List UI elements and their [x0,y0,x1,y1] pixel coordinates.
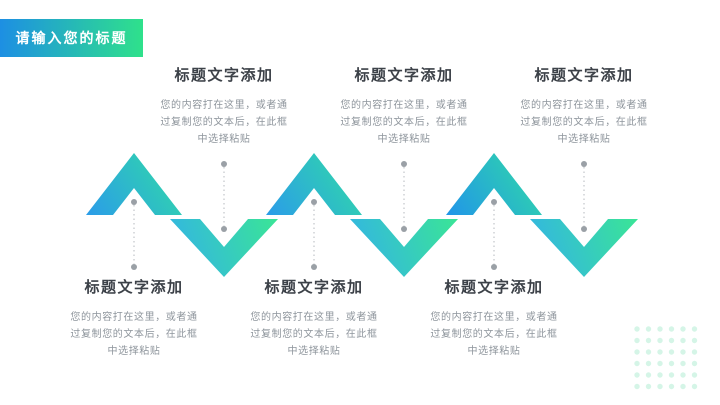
block-title: 标题文字添加 [174,67,274,84]
text-block-top-1[interactable]: 标题文字添加 您的内容打在这里，或者通过复制您的文本后，在此框中选择粘贴 [136,66,312,148]
connector-end-dots [131,161,587,270]
block-title: 标题文字添加 [444,279,544,296]
dotted-connector-lines [133,167,585,264]
chevron-down-1-icon [170,219,278,277]
block-body: 您的内容打在这里，或者通过复制您的文本后，在此框中选择粘贴 [160,100,288,145]
slide-title-banner[interactable]: 请输入您的标题 [0,19,143,57]
chevron-down-2-icon [350,219,458,277]
chevron-up-3-icon [446,153,542,215]
block-title: 标题文字添加 [264,279,364,296]
text-block-bottom-3[interactable]: 标题文字添加 您的内容打在这里，或者通过复制您的文本后，在此框中选择粘贴 [406,278,582,360]
block-title: 标题文字添加 [84,279,184,296]
block-body: 您的内容打在这里，或者通过复制您的文本后，在此框中选择粘贴 [430,312,558,357]
block-body: 您的内容打在这里，或者通过复制您的文本后，在此框中选择粘贴 [340,100,468,145]
block-body: 您的内容打在这里，或者通过复制您的文本后，在此框中选择粘贴 [520,100,648,145]
block-title: 标题文字添加 [354,67,454,84]
chevron-up-1-icon [86,153,182,215]
text-block-top-2[interactable]: 标题文字添加 您的内容打在这里，或者通过复制您的文本后，在此框中选择粘贴 [316,66,492,148]
chevron-down-3-icon [530,219,638,277]
text-block-bottom-2[interactable]: 标题文字添加 您的内容打在这里，或者通过复制您的文本后，在此框中选择粘贴 [226,278,402,360]
dot-grid-decoration-icon [634,326,702,391]
zigzag-ribbon [86,153,638,277]
block-title: 标题文字添加 [534,67,634,84]
text-block-bottom-1[interactable]: 标题文字添加 您的内容打在这里，或者通过复制您的文本后，在此框中选择粘贴 [46,278,222,360]
slide-title-text: 请输入您的标题 [15,30,128,46]
text-block-top-3[interactable]: 标题文字添加 您的内容打在这里，或者通过复制您的文本后，在此框中选择粘贴 [496,66,672,148]
chevron-up-2-icon [266,153,362,215]
block-body: 您的内容打在这里，或者通过复制您的文本后，在此框中选择粘贴 [250,312,378,357]
block-body: 您的内容打在这里，或者通过复制您的文本后，在此框中选择粘贴 [70,312,198,357]
